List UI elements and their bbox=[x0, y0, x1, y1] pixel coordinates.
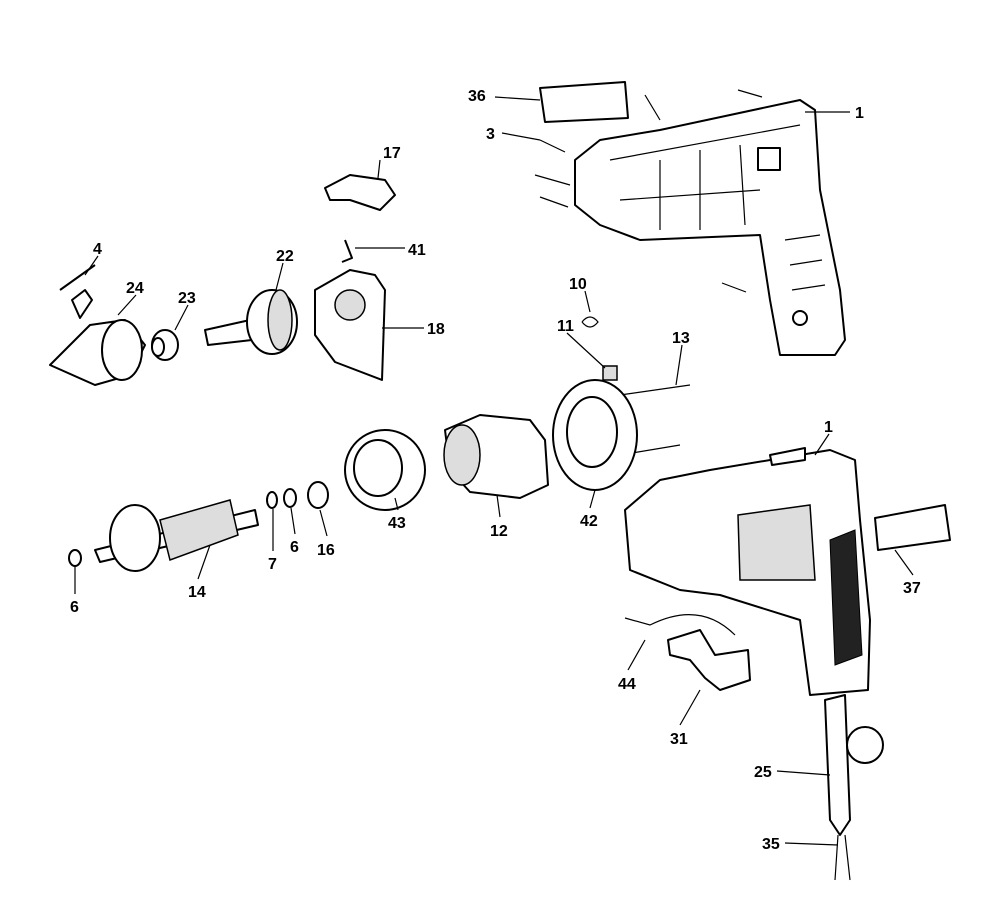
callout-10: 10 bbox=[569, 276, 587, 293]
switch-part bbox=[667, 629, 751, 691]
callout-7: 7 bbox=[268, 556, 277, 573]
baffle-part bbox=[344, 429, 426, 511]
callout-24: 24 bbox=[126, 280, 144, 297]
callout-14: 14 bbox=[188, 584, 206, 601]
callout-37: 37 bbox=[903, 580, 921, 597]
label-sticker-36 bbox=[539, 81, 629, 123]
chuck-key-part bbox=[59, 264, 96, 319]
callout-41: 41 bbox=[408, 242, 426, 259]
screws bbox=[534, 89, 763, 293]
stator-part bbox=[443, 414, 549, 499]
callout-18: 18 bbox=[427, 321, 445, 338]
callout-16: 16 bbox=[317, 542, 335, 559]
callout-44: 44 bbox=[618, 676, 636, 693]
callout-1-assembled: 1 bbox=[824, 419, 833, 436]
drill-body-part bbox=[624, 447, 871, 696]
leader-lines bbox=[74, 96, 914, 846]
callout-12: 12 bbox=[490, 523, 508, 540]
callout-23: 23 bbox=[178, 290, 196, 307]
callout-6: 6 bbox=[290, 539, 299, 556]
washers-part bbox=[68, 481, 329, 567]
callout-17: 17 bbox=[383, 145, 401, 162]
chuck-part bbox=[49, 319, 146, 386]
callout-3: 3 bbox=[486, 126, 495, 143]
callout-42: 42 bbox=[580, 513, 598, 530]
spring-part bbox=[581, 316, 599, 328]
armature-part bbox=[94, 499, 259, 572]
callout-25: 25 bbox=[754, 764, 772, 781]
power-cord-part bbox=[834, 834, 851, 881]
brush-holder-part bbox=[552, 379, 638, 491]
label-sticker-37 bbox=[874, 504, 951, 551]
callout-22: 22 bbox=[276, 248, 294, 265]
callout-1: 1 bbox=[855, 105, 864, 122]
clip-part bbox=[324, 174, 396, 211]
cord-guard-part bbox=[824, 694, 884, 836]
spindle-gear-part bbox=[204, 289, 298, 355]
callout-36: 36 bbox=[468, 88, 486, 105]
callout-11: 11 bbox=[557, 318, 574, 335]
callout-31: 31 bbox=[670, 731, 688, 748]
callout-35: 35 bbox=[762, 836, 780, 853]
wire-part bbox=[624, 614, 736, 636]
gear-plate-part bbox=[314, 269, 386, 381]
callout-43: 43 bbox=[388, 515, 406, 532]
callout-13: 13 bbox=[672, 330, 690, 347]
spring-clip-part bbox=[341, 239, 353, 263]
callout-4: 4 bbox=[93, 241, 102, 258]
callout-6-armature: 6 bbox=[70, 599, 79, 616]
sleeve-part bbox=[151, 329, 179, 361]
brush-part bbox=[602, 365, 618, 381]
housing-half-part bbox=[574, 99, 846, 356]
